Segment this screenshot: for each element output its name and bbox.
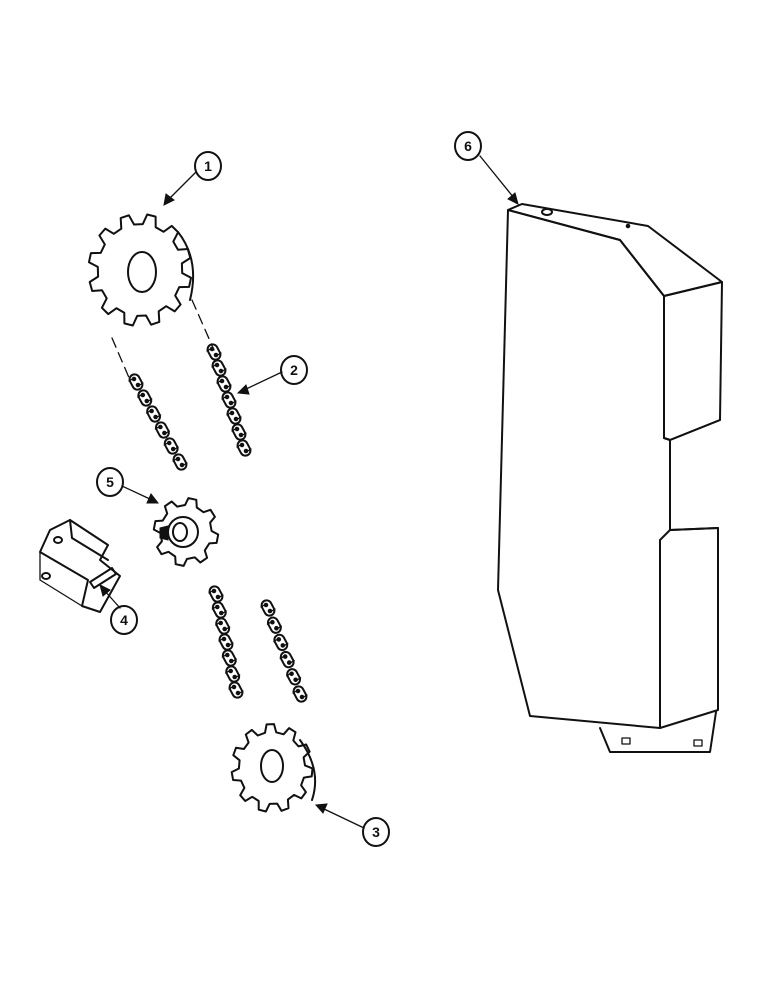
chain-link <box>273 633 289 652</box>
chain-link <box>211 601 227 619</box>
callout-label-2: 2 <box>290 362 298 378</box>
callout-balloon-5: 5 <box>96 467 124 497</box>
shield-flange-hole-left <box>621 737 631 745</box>
leader-4 <box>99 584 121 609</box>
callout-label-1: 1 <box>204 158 212 174</box>
chain-link <box>285 668 302 686</box>
callout-balloon-4: 4 <box>110 605 138 635</box>
mounting-bracket <box>39 519 121 613</box>
chain-link <box>218 633 234 651</box>
callout-balloon-3: 3 <box>362 817 390 847</box>
leader-5 <box>121 485 160 504</box>
chain-link <box>279 650 295 669</box>
callout-label-4: 4 <box>120 612 128 628</box>
leader-2 <box>236 371 283 395</box>
callout-label-5: 5 <box>106 474 114 490</box>
bracket-slot <box>89 567 117 589</box>
sprocket-upper-hub-edge <box>177 231 195 301</box>
chain-lower-left-strand <box>208 585 244 699</box>
chain-guard-shield <box>497 203 723 753</box>
shield-front-face <box>497 209 671 729</box>
sprocket-lower-bore <box>260 749 284 783</box>
chain-link <box>231 423 247 441</box>
shield-bottom-flange <box>599 711 717 753</box>
idler-sprocket <box>152 497 220 567</box>
chain-link <box>211 359 227 377</box>
chain-link <box>208 585 224 603</box>
chain-link <box>137 389 153 407</box>
sprocket-upper-bore <box>127 251 157 293</box>
shield-top-rivet <box>625 223 631 229</box>
bracket-hole-top <box>53 536 63 544</box>
idler-sprocket-bore <box>172 522 188 542</box>
chain-link <box>172 453 188 471</box>
bracket-hole-bottom <box>41 572 51 580</box>
chain-link <box>215 617 231 635</box>
chain-link <box>221 391 237 409</box>
callout-balloon-6: 6 <box>454 131 482 161</box>
callout-balloon-1: 1 <box>194 151 222 181</box>
shield-flange-hole-right <box>693 739 703 747</box>
callout-label-3: 3 <box>372 824 380 840</box>
chain-link <box>216 375 232 393</box>
chain-link <box>226 407 242 425</box>
callout-balloon-2: 2 <box>280 355 308 385</box>
chain-link <box>154 421 171 439</box>
chain-upper-right-strand <box>206 343 252 457</box>
sprocket-lower-hub-edge <box>299 739 317 801</box>
chain-link <box>163 437 179 455</box>
sprocket-upper-large <box>88 213 195 327</box>
chain-link <box>206 343 222 361</box>
chain-link <box>266 616 283 634</box>
leader-3 <box>314 803 365 829</box>
callout-leaders <box>99 155 519 829</box>
leader-1 <box>163 171 197 206</box>
chain-link <box>236 439 252 457</box>
shield-notch <box>663 419 721 531</box>
chain-link <box>228 681 244 699</box>
chain-link <box>225 665 241 683</box>
idler-sprocket-collar <box>159 525 169 541</box>
sprocket-lower <box>230 723 317 813</box>
chain-link <box>145 405 162 423</box>
shield-top-hole <box>541 208 553 216</box>
leader-6 <box>479 155 519 205</box>
chain-lower-right-strand <box>260 599 308 703</box>
callout-label-6: 6 <box>464 138 472 154</box>
chain-link <box>292 685 308 703</box>
shield-side-face-lower <box>659 527 719 729</box>
shield-side-face-upper <box>663 281 723 441</box>
chain-path-lines-upper <box>111 299 215 381</box>
chain-link <box>260 599 276 617</box>
chain-upper-left-strand <box>128 373 188 471</box>
chain-link <box>128 373 144 391</box>
chain-link <box>221 649 237 667</box>
